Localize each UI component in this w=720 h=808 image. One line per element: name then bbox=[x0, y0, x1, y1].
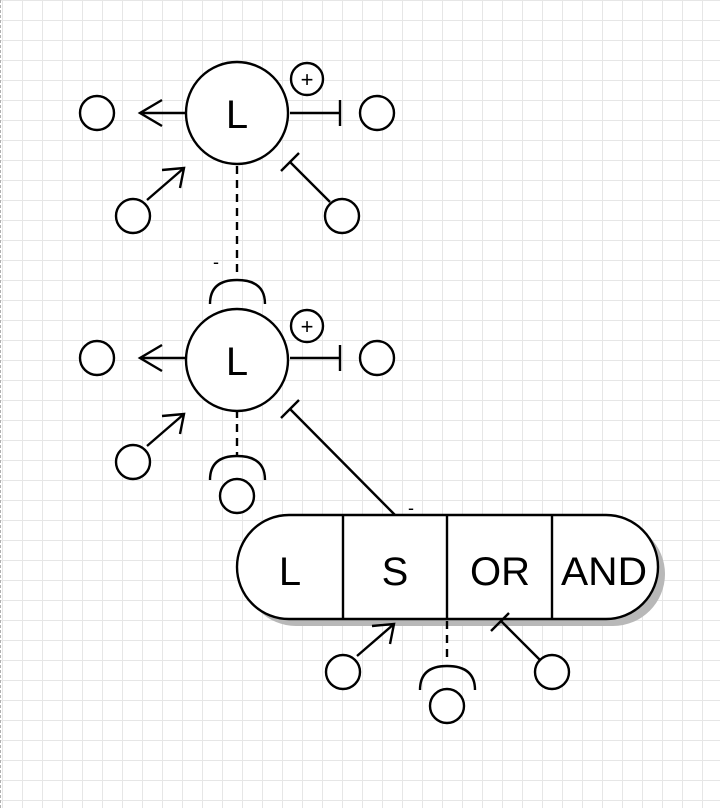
mid-node-label: L bbox=[226, 340, 248, 384]
top-plus-badge-label: + bbox=[301, 67, 314, 92]
mid-node-circle[interactable] bbox=[184, 307, 290, 413]
mid-right-terminal[interactable] bbox=[358, 339, 396, 377]
compound-cell-and: AND bbox=[561, 550, 647, 594]
compound-lower-left-terminal[interactable] bbox=[324, 653, 362, 691]
compound-cell-or: OR bbox=[470, 550, 530, 594]
top-lower-left-terminal[interactable] bbox=[114, 197, 152, 235]
compound-lower-left-arrowhead bbox=[371, 622, 396, 645]
compound-lower-left-arrow-line bbox=[356, 623, 395, 657]
top-lower-left-arrowhead bbox=[161, 166, 186, 189]
compound-link-sign: - bbox=[408, 498, 414, 518]
mid-plus-badge-label: + bbox=[301, 314, 314, 339]
compound-to-mid-inhibit-bar bbox=[280, 399, 300, 419]
compound-cell-l: L bbox=[279, 550, 301, 594]
top-left-terminal[interactable] bbox=[78, 94, 116, 132]
page-border bbox=[0, 0, 4, 808]
top-right-terminal[interactable] bbox=[358, 94, 396, 132]
top-lower-right-inhibit-line bbox=[289, 161, 331, 203]
top-node-circle[interactable] bbox=[184, 60, 290, 166]
top-node-label: L bbox=[226, 93, 248, 137]
mid-top-necessary-arc bbox=[208, 278, 267, 305]
top-lower-right-inhibit-bar bbox=[280, 152, 300, 172]
top-lower-right-terminal[interactable] bbox=[323, 197, 361, 235]
compound-lower-right-inhibit-line bbox=[500, 620, 541, 661]
mid-lower-left-terminal[interactable] bbox=[114, 443, 152, 481]
mid-lower-left-arrowhead bbox=[161, 412, 186, 435]
mid-plus-badge[interactable] bbox=[289, 308, 325, 344]
top-plus-badge[interactable] bbox=[289, 61, 325, 97]
mid-lower-left-arrow-line bbox=[146, 413, 185, 447]
mid-link-sign: - bbox=[213, 252, 219, 272]
compound-lower-right-terminal[interactable] bbox=[533, 653, 571, 691]
top-lower-left-arrow-line bbox=[146, 167, 185, 201]
compound-bottom-necessary-arc bbox=[418, 664, 477, 691]
mid-left-terminal[interactable] bbox=[78, 339, 116, 377]
compound-to-mid-inhibit-line bbox=[289, 408, 396, 516]
mid-bottom-necessary-arc bbox=[208, 454, 267, 481]
compound-lower-right-inhibit-bar bbox=[490, 612, 510, 632]
compound-lower-group bbox=[324, 612, 571, 725]
compound-cell-s: S bbox=[382, 550, 409, 594]
mid-left-arrowhead bbox=[137, 343, 163, 373]
top-left-arrowhead bbox=[137, 98, 163, 128]
top-node-group: L + bbox=[78, 60, 396, 235]
mid-bottom-terminal[interactable] bbox=[218, 477, 256, 515]
compound-bottom-terminal[interactable] bbox=[428, 687, 466, 725]
compound-node[interactable]: L S OR AND bbox=[235, 513, 665, 626]
mid-node-group: L + bbox=[78, 278, 396, 515]
